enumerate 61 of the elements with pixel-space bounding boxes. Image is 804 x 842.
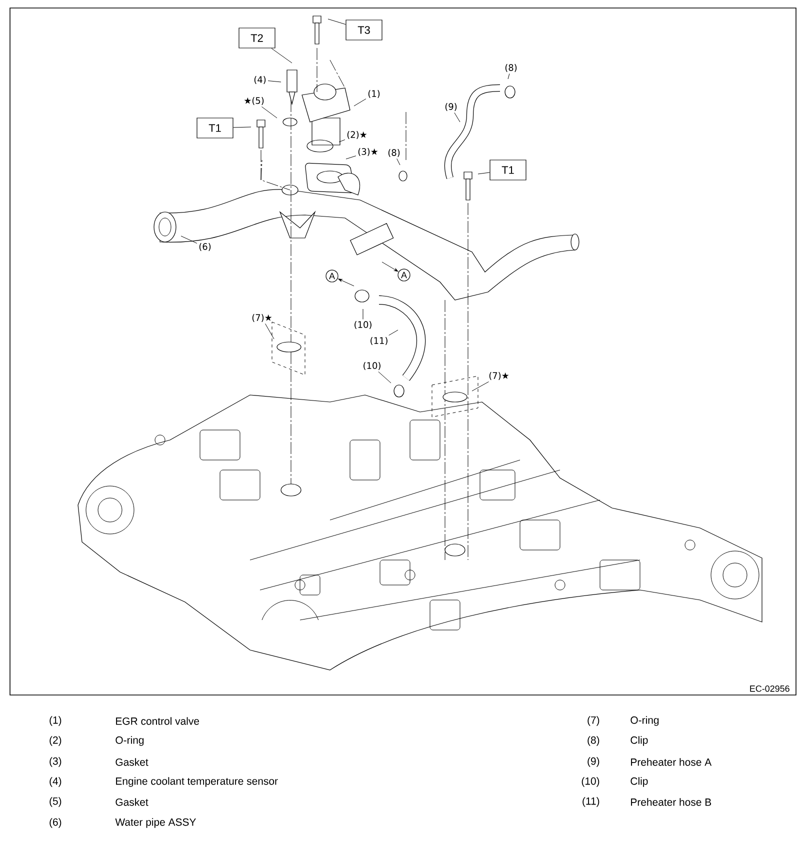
callout-number: (1) <box>368 90 380 98</box>
callout-number: (8) <box>588 736 600 746</box>
arrow <box>382 262 398 272</box>
part-name: Clip <box>630 736 648 746</box>
leader-line <box>233 126 252 128</box>
part-name: Clip <box>630 777 648 787</box>
callout-number: (7)★ <box>489 372 509 380</box>
callout-number: (10) <box>364 362 380 370</box>
leader-line <box>328 18 346 25</box>
callout-number: (1) <box>50 716 62 726</box>
part-name: Water pipe ASSY <box>115 818 196 828</box>
callout-number: (7) <box>588 716 600 726</box>
callout-number: (2)★ <box>347 131 367 139</box>
callout-number: (3)★ <box>358 148 378 156</box>
callout-number: (10) <box>582 777 600 787</box>
leader-line <box>508 73 510 80</box>
part-name: EGR control valve <box>116 717 199 725</box>
callout-number: (9) <box>445 103 457 111</box>
leader-line <box>454 112 460 122</box>
callout-number: (2) <box>50 736 62 746</box>
callout-number: (7)★ <box>252 314 272 322</box>
arrow <box>338 278 354 286</box>
part-name: Engine coolant temperature sensor <box>116 777 278 787</box>
callout-number: (6) <box>199 243 211 251</box>
part-name: Gasket <box>116 758 148 766</box>
callout-number: (4) <box>254 76 266 84</box>
leader-line <box>180 236 198 244</box>
leader-line <box>396 158 400 166</box>
leader-line <box>271 48 292 64</box>
torque-box: T2 <box>238 28 276 48</box>
leader-line <box>388 330 398 336</box>
part-name: O-ring <box>116 736 144 746</box>
torque-box: T1 <box>196 118 234 138</box>
part-name: Preheater hose A <box>631 758 712 766</box>
callout-number: (8) <box>388 149 400 157</box>
callout-number: (11) <box>582 797 600 807</box>
leader-line <box>472 381 489 392</box>
callout-number: (10) <box>354 321 372 329</box>
leader-line <box>362 308 364 320</box>
leader-line <box>478 172 490 174</box>
leader-line <box>346 156 356 160</box>
callout-number: (6) <box>50 818 62 828</box>
leader-line <box>354 98 366 106</box>
part-name: O-ring <box>630 716 659 726</box>
callout-number: (9) <box>588 757 600 767</box>
callout-number: (11) <box>370 337 388 345</box>
leader-line <box>338 139 346 142</box>
callout-number: (8) <box>505 64 517 72</box>
leader-line <box>268 80 282 82</box>
callout-number: ★(5) <box>244 97 264 105</box>
leader-line <box>265 323 274 340</box>
torque-box: T3 <box>346 20 382 40</box>
callout-number: (3) <box>50 757 62 767</box>
figure-code: EC-02956 <box>750 685 790 692</box>
callout-number: (4) <box>50 777 62 787</box>
part-name: Gasket <box>116 798 148 806</box>
callout-number: (5) <box>50 797 62 807</box>
part-name: Preheater hose B <box>631 798 712 806</box>
leader-line <box>378 371 392 384</box>
leader-line <box>261 106 278 118</box>
torque-box: T1 <box>490 160 526 180</box>
